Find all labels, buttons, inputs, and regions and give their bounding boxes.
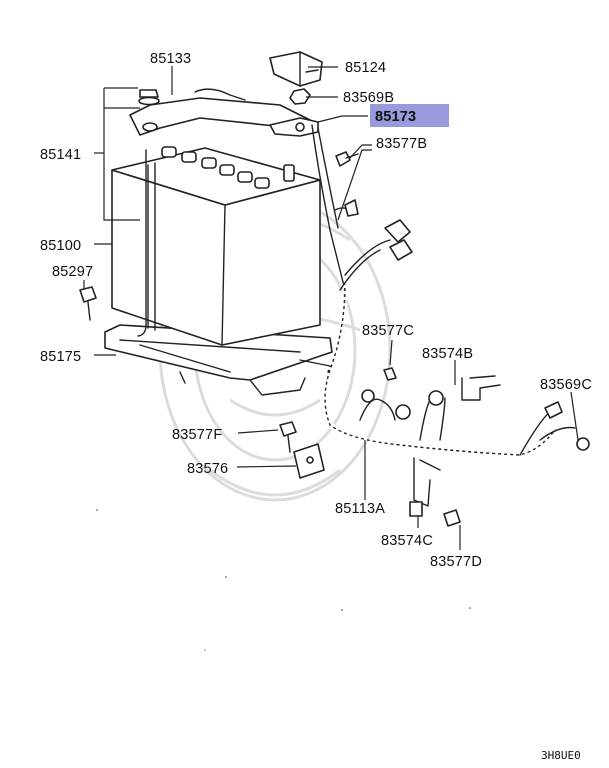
bracket-83574c [409,457,441,517]
highlight-box [370,104,449,127]
label-85173[interactable]: 85173 [375,109,416,125]
label-85124[interactable]: 85124 [345,60,386,76]
label-85297[interactable]: 85297 [52,264,93,280]
label-83569b[interactable]: 83569B [343,90,394,106]
terminal-85173 [269,117,319,137]
nut-83569c [576,437,590,451]
label-83577d[interactable]: 83577D [430,554,482,570]
leader-lines [83,66,579,550]
label-85141[interactable]: 85141 [40,147,81,163]
label-83576[interactable]: 83576 [187,461,228,477]
label-83577f[interactable]: 83577F [172,427,222,443]
label-85175[interactable]: 85175 [40,349,81,365]
hold-down-rod [137,149,147,337]
clamp-nuts [138,89,160,106]
label-83574b[interactable]: 83574B [422,346,473,362]
part-labels: 85133 85124 83569B 85173 83577B 85141 85… [40,51,592,570]
battery-caps [161,146,295,189]
scan-specks [96,509,471,651]
label-85113a[interactable]: 85113A [335,501,385,517]
bracket-83574b [461,375,501,401]
label-83569c[interactable]: 83569C [540,377,592,393]
wiring-harness [311,124,576,459]
label-83577c[interactable]: 83577C [362,323,414,339]
label-83577b[interactable]: 83577B [376,136,427,152]
terminal-cover [269,51,323,87]
label-85100[interactable]: 85100 [40,238,81,254]
bolt-83577b [335,151,359,167]
bolt-83577d [443,509,461,527]
battery [111,146,321,346]
bolt-83577f [279,421,297,453]
bolt-83577c [383,367,397,381]
label-85133[interactable]: 85133 [150,51,191,67]
bolt-85297 [79,286,97,321]
nut-83569b [289,88,311,105]
label-83574c[interactable]: 83574C [381,533,433,549]
bracket-83576 [293,443,325,479]
figure-code: 3H8UE0 [541,749,581,762]
